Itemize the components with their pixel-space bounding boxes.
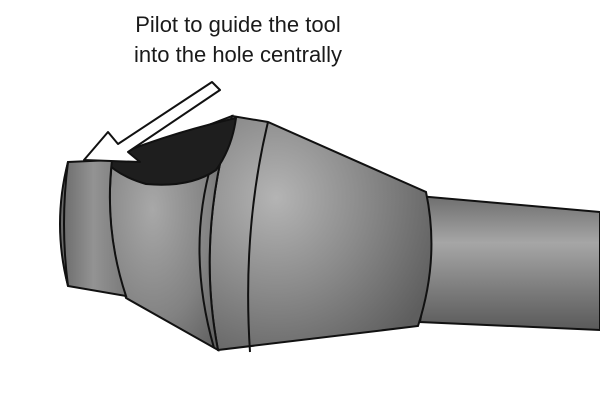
band-ridge-line [198,161,215,349]
cone-ridge-line [247,121,269,353]
tool-shank [416,194,600,332]
callout-line-2: into the hole centrally [134,42,342,67]
callout-arrow [83,81,221,163]
cutting-flute-cavity [102,116,238,186]
callout-line-1: Pilot to guide the tool [135,12,341,37]
pilot-tip-face [59,161,69,287]
pilot-callout-label: Pilot to guide the tool into the hole ce… [108,10,368,70]
tool-cone-body [208,114,433,352]
